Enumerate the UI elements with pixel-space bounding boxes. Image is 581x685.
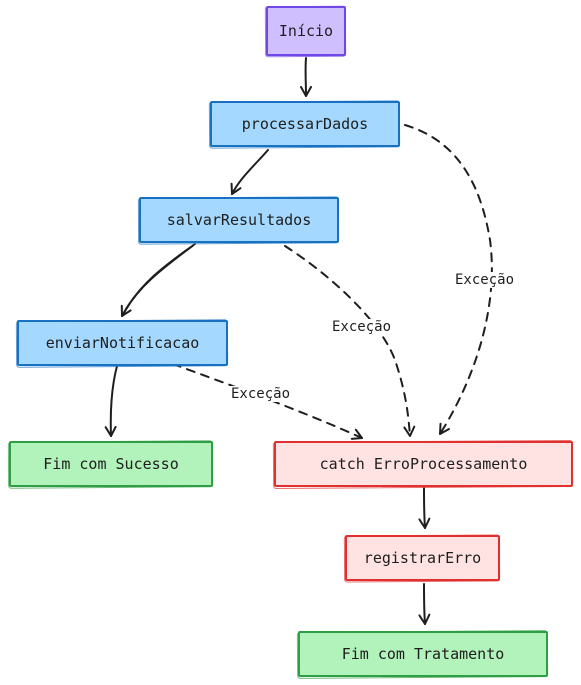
start-node[interactable]: Início — [266, 6, 346, 56]
edge-label-excecao-salvar: Exceção — [330, 319, 394, 335]
edge-processar-salvar — [230, 149, 269, 195]
start-label: Início — [278, 22, 334, 40]
edge-catch-registrar — [418, 487, 431, 529]
registrar-erro-node[interactable]: registrarErro — [345, 535, 500, 581]
end-label: Fim com Sucesso — [43, 455, 179, 473]
process-node-salvar-resultados[interactable]: salvarResultados — [139, 197, 339, 243]
end-node-tratamento[interactable]: Fim com Tratamento — [298, 631, 548, 677]
edge-label-excecao-processar: Exceção — [453, 272, 517, 288]
catch-label: catch ErroProcessamento — [319, 455, 528, 473]
registrar-label: registrarErro — [363, 549, 482, 567]
process-node-processar-dados[interactable]: processarDados — [210, 101, 400, 147]
end-node-sucesso[interactable]: Fim com Sucesso — [9, 441, 213, 487]
process-node-enviar-notificacao[interactable]: enviarNotificacao — [17, 320, 228, 366]
edge-processar-catch — [404, 124, 493, 435]
edge-label-excecao-enviar: Exceção — [229, 386, 293, 402]
process-label: salvarResultados — [166, 211, 312, 229]
edge-salvar-enviar — [120, 243, 196, 317]
catch-node[interactable]: catch ErroProcessamento — [274, 441, 573, 487]
edge-enviar-fim — [104, 365, 118, 437]
process-label: enviarNotificacao — [45, 334, 200, 352]
end-label: Fim com Tratamento — [341, 645, 505, 663]
edge-registrar-fimtratamento — [418, 583, 431, 625]
edge-salvar-enviar-sketch — [123, 245, 194, 315]
edge-salvar-catch — [284, 245, 416, 437]
process-label: processarDados — [241, 115, 369, 133]
